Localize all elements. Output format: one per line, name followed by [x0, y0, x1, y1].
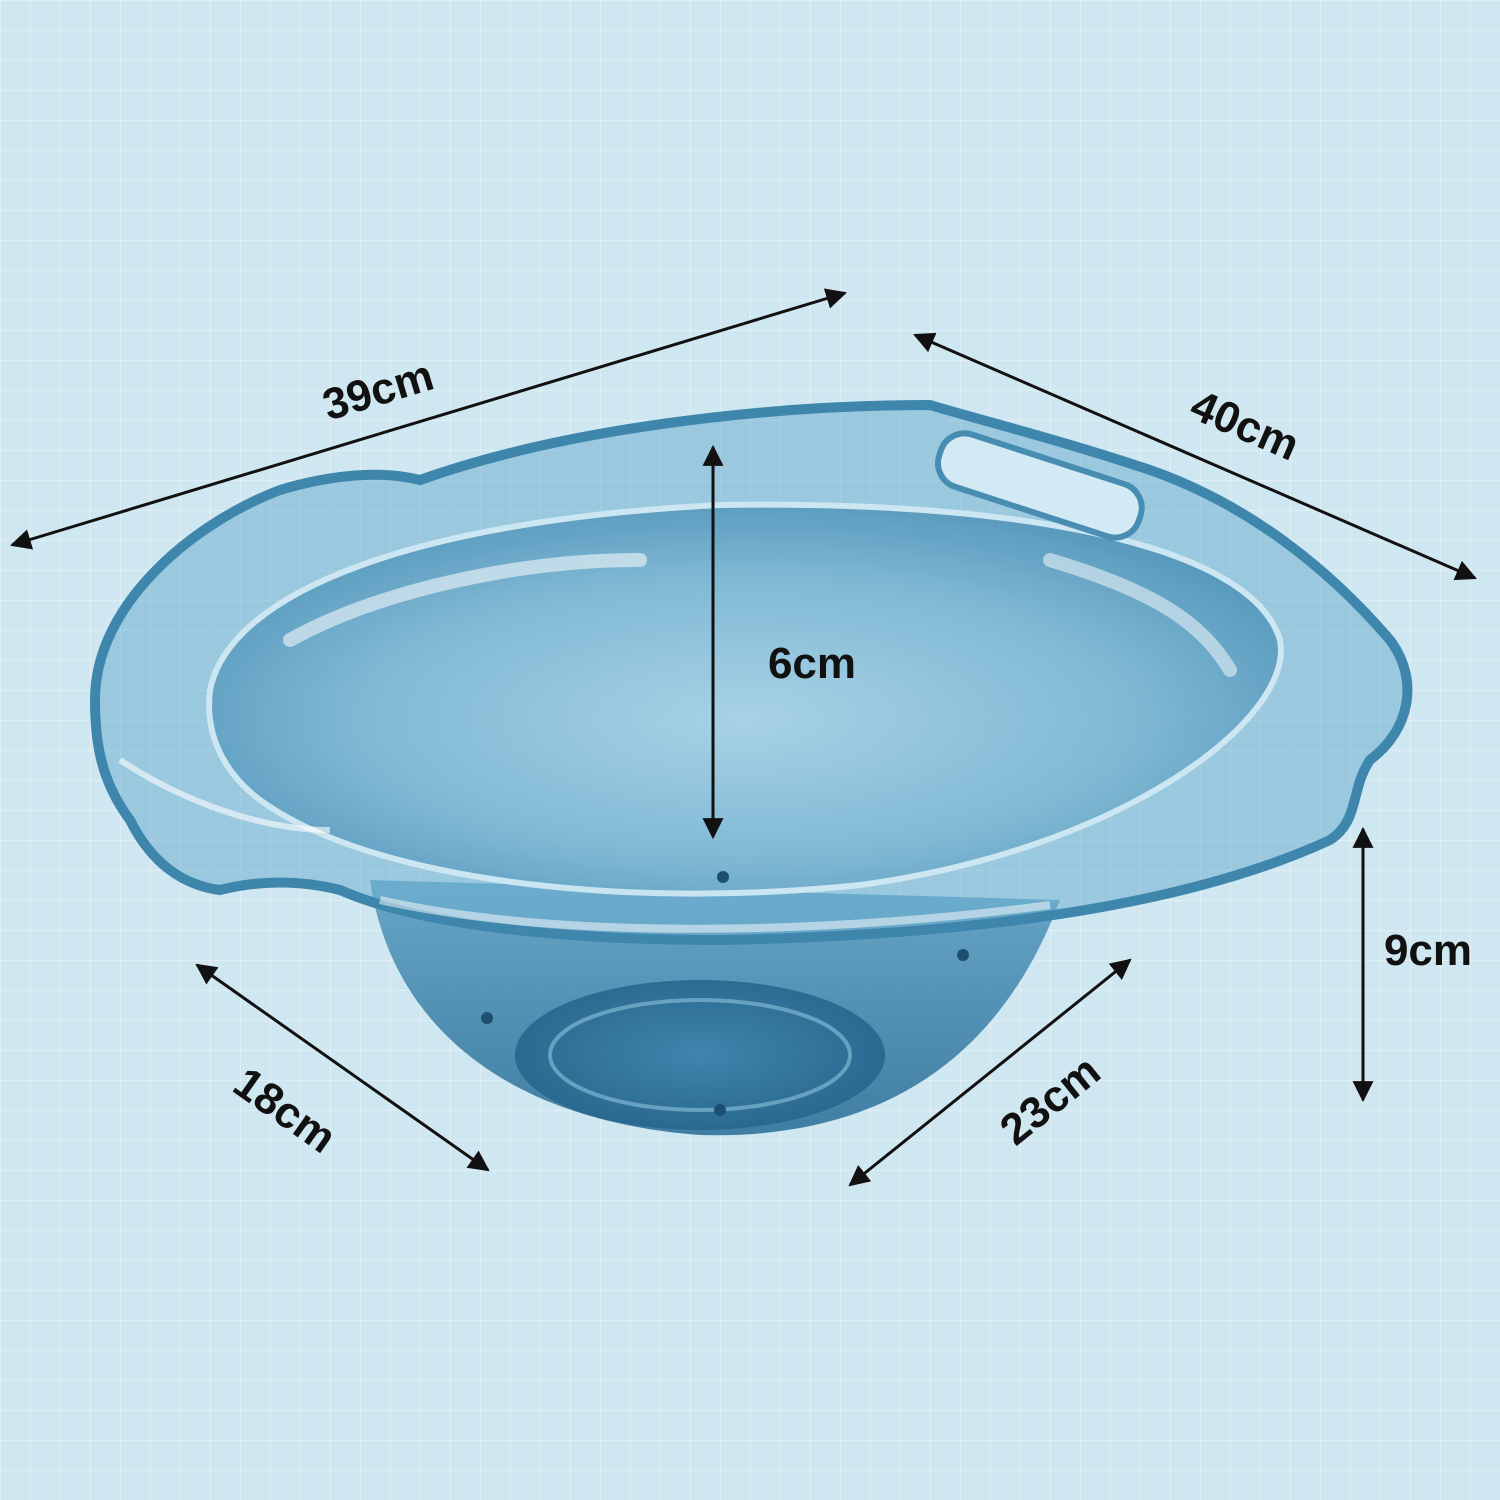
label-inner-height: 6cm — [768, 639, 856, 688]
label-total-height: 9cm — [1384, 926, 1472, 975]
drain-hole — [714, 1104, 726, 1116]
label-base-depth: 23cm — [991, 1046, 1109, 1155]
label-top-depth: 40cm — [1183, 381, 1306, 471]
arrow-base-width — [195, 963, 490, 1172]
drain-hole — [717, 871, 729, 883]
label-base-width: 18cm — [225, 1058, 345, 1163]
drain-hole — [481, 1012, 493, 1024]
arrow-top-width — [9, 288, 848, 550]
basin-base — [515, 980, 885, 1130]
label-top-width: 39cm — [317, 351, 439, 430]
basin-illustration — [89, 399, 1413, 1136]
drain-hole — [957, 949, 969, 961]
arrow-base-depth — [848, 958, 1132, 1187]
arrow-top-depth — [913, 332, 1477, 581]
dimension-arrows — [9, 288, 1477, 1187]
